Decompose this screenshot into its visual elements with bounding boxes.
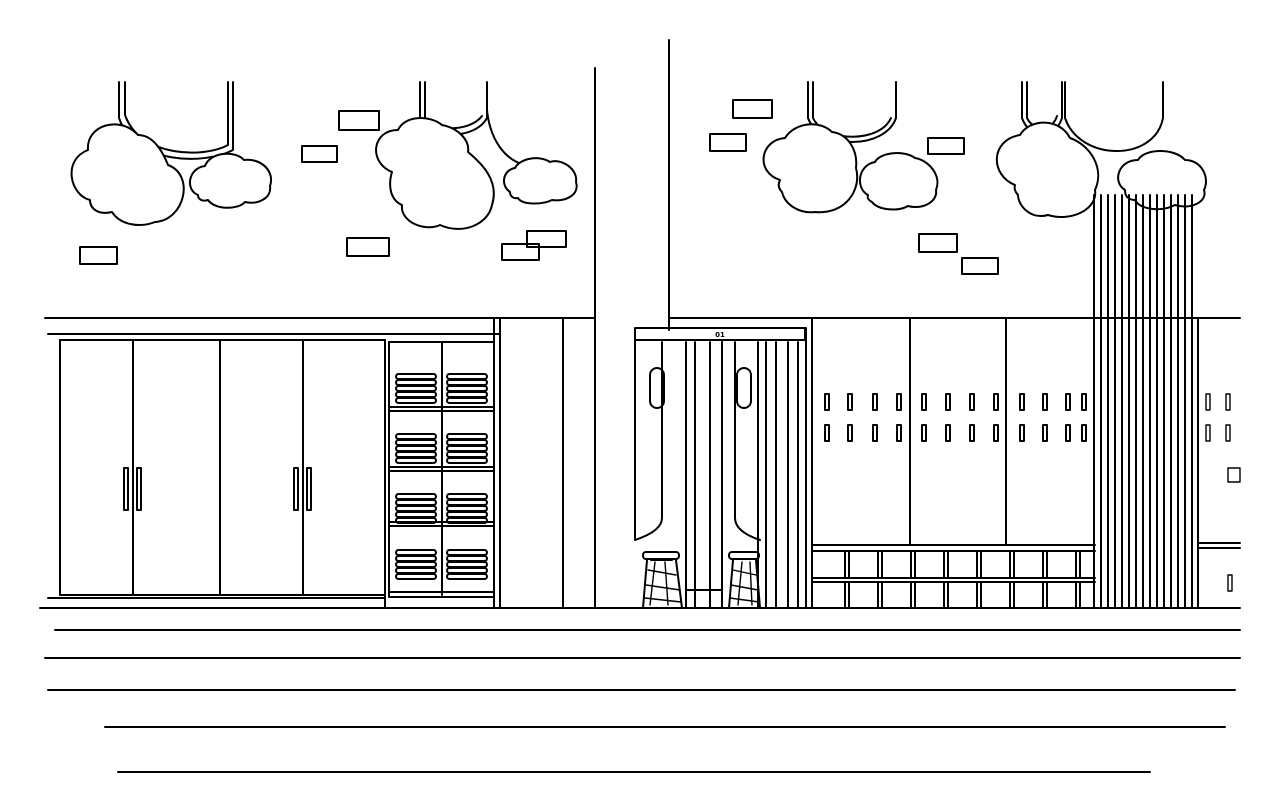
vent-slot	[993, 393, 999, 411]
vent-slot	[969, 424, 975, 442]
vent-slot	[1065, 424, 1071, 442]
vent-slot	[847, 393, 853, 411]
vent-slot	[872, 393, 878, 411]
vent-slot	[896, 424, 902, 442]
cloud-lamps	[70, 81, 1207, 230]
vent-slot	[1065, 393, 1071, 411]
vent-slot	[896, 393, 902, 411]
shower-door: 01	[634, 327, 807, 609]
towel-stack	[395, 493, 437, 524]
stool-1	[642, 551, 683, 609]
vent-slot	[921, 424, 927, 442]
towel-stack	[395, 433, 437, 464]
vent-slot	[1081, 424, 1087, 442]
vent-slot	[921, 393, 927, 411]
striped-column	[1093, 194, 1193, 609]
vent-slot	[993, 424, 999, 442]
towel-stack	[446, 373, 488, 404]
floor	[39, 607, 1241, 773]
towel-stack	[395, 549, 437, 580]
towel-shelf	[388, 317, 564, 609]
vent-slot	[824, 424, 830, 442]
vent-slot	[824, 393, 830, 411]
vent-slot	[847, 424, 853, 442]
vent-slot	[945, 424, 951, 442]
vent-slot	[1081, 393, 1087, 411]
vent-slot	[945, 393, 951, 411]
vent-slot	[1042, 393, 1048, 411]
lockers-right	[668, 317, 1241, 609]
vent-slot	[872, 424, 878, 442]
towel-stack	[446, 549, 488, 580]
locker-far-right	[1197, 317, 1241, 609]
vent-slot	[1019, 393, 1025, 411]
vent-slot	[1042, 424, 1048, 442]
door-sign: 01	[715, 331, 725, 339]
towel-stack	[395, 373, 437, 404]
stool-2	[728, 551, 761, 609]
vent-slot	[969, 393, 975, 411]
towel-stack	[446, 493, 488, 524]
wardrobe-left	[44, 317, 596, 609]
wall-bricks	[79, 99, 999, 275]
vent-slot	[1019, 424, 1025, 442]
pillar	[594, 39, 670, 609]
towel-stack	[446, 433, 488, 464]
